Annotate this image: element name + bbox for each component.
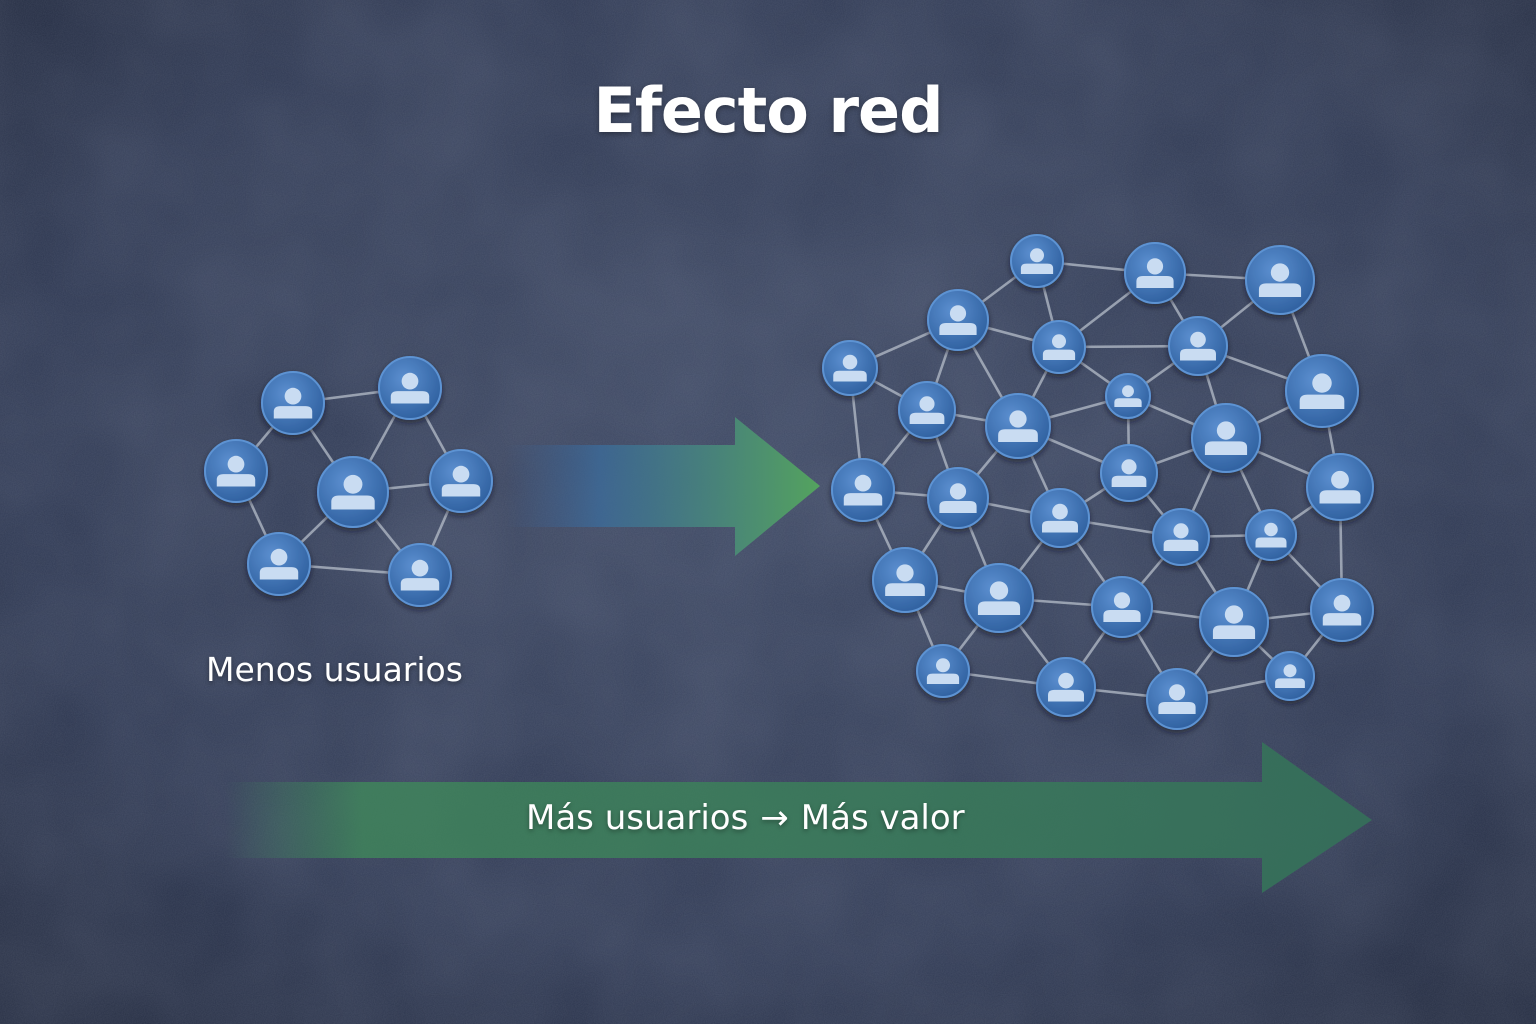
small-user-node xyxy=(204,439,268,503)
page-title: Efecto red xyxy=(593,74,944,147)
user-icon xyxy=(1212,605,1256,639)
small-user-node xyxy=(388,543,452,607)
large-user-node xyxy=(1168,316,1228,376)
user-icon xyxy=(1048,672,1084,702)
small-user-node xyxy=(429,449,493,513)
user-icon xyxy=(273,387,313,419)
user-icon xyxy=(1111,459,1147,487)
small-user-node xyxy=(261,371,325,435)
user-icon xyxy=(1258,263,1302,297)
user-icon xyxy=(1163,523,1199,551)
large-user-node xyxy=(1191,403,1261,473)
small-network-label: Menos usuarios xyxy=(206,650,463,689)
growth-banner-arrow xyxy=(225,742,1372,893)
user-icon xyxy=(331,474,375,510)
user-icon xyxy=(1042,334,1076,360)
growth-banner-text: Más usuarios → Más valor xyxy=(526,798,1046,838)
large-user-node xyxy=(1285,354,1359,428)
large-user-node xyxy=(1100,444,1158,502)
large-user-node xyxy=(1036,657,1096,717)
large-network-nodes xyxy=(822,234,1374,730)
user-icon xyxy=(1114,385,1142,407)
large-user-node xyxy=(1010,234,1064,288)
user-icon xyxy=(259,548,299,580)
user-icon xyxy=(1255,522,1287,548)
user-icon xyxy=(390,372,430,404)
user-icon xyxy=(1136,258,1174,288)
user-icon xyxy=(833,354,867,382)
user-icon xyxy=(1180,331,1216,361)
large-user-node xyxy=(964,563,1034,633)
user-icon xyxy=(1319,470,1361,504)
large-user-node xyxy=(927,467,989,529)
small-user-node xyxy=(247,532,311,596)
large-user-node xyxy=(1310,578,1374,642)
large-user-node xyxy=(1146,668,1208,730)
small-network-nodes xyxy=(204,356,493,607)
large-user-node xyxy=(1105,373,1151,419)
user-icon xyxy=(1204,421,1248,455)
user-icon xyxy=(1322,594,1362,626)
large-user-node xyxy=(1199,587,1269,657)
large-user-node xyxy=(1032,320,1086,374)
small-user-node xyxy=(317,456,389,528)
user-icon xyxy=(1042,503,1078,533)
user-icon xyxy=(909,396,945,424)
user-icon xyxy=(216,455,256,487)
large-user-node xyxy=(1030,488,1090,548)
large-user-node xyxy=(1265,651,1315,701)
user-icon xyxy=(885,564,925,596)
banner-text-left: Más usuarios xyxy=(526,798,749,838)
user-icon xyxy=(843,474,883,506)
large-user-node xyxy=(1306,453,1374,521)
banner-arrow-icon: → xyxy=(760,798,789,838)
user-icon xyxy=(998,410,1038,442)
user-icon xyxy=(939,483,977,513)
large-user-node xyxy=(1152,508,1210,566)
large-user-node xyxy=(985,393,1051,459)
large-user-node xyxy=(872,547,938,613)
large-user-node xyxy=(1091,576,1153,638)
user-icon xyxy=(441,465,481,497)
user-icon xyxy=(939,305,977,335)
small-user-node xyxy=(378,356,442,420)
large-network xyxy=(822,234,1374,730)
banner-text-right: Más valor xyxy=(800,798,965,838)
user-icon xyxy=(1103,592,1141,622)
user-icon xyxy=(1158,684,1196,714)
large-user-node xyxy=(898,381,956,439)
user-icon xyxy=(926,658,960,684)
large-user-node xyxy=(1245,245,1315,315)
user-icon xyxy=(400,559,440,591)
large-user-node xyxy=(822,340,878,396)
user-icon xyxy=(1299,373,1345,409)
small-network xyxy=(204,356,493,607)
user-icon xyxy=(1020,248,1054,274)
user-icon xyxy=(977,581,1021,615)
large-user-node xyxy=(927,289,989,351)
transition-arrow-icon xyxy=(505,417,820,556)
large-user-node xyxy=(1124,242,1186,304)
large-user-node xyxy=(831,458,895,522)
large-user-node xyxy=(916,644,970,698)
large-user-node xyxy=(1245,509,1297,561)
user-icon xyxy=(1275,664,1305,688)
